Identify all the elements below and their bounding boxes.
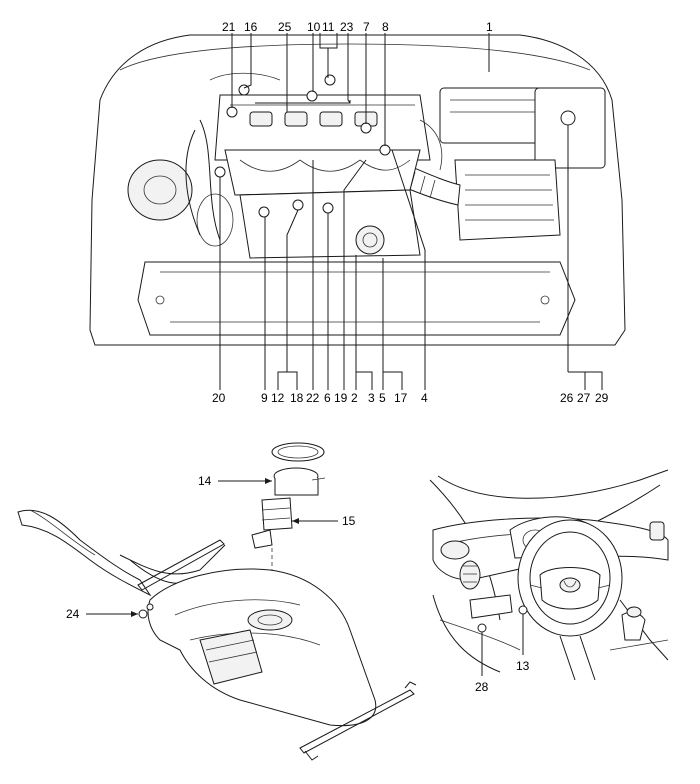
callout-8: 8 [382, 20, 389, 34]
callout-2: 2 [351, 391, 358, 405]
callout-14: 14 [198, 474, 212, 488]
callout-17: 17 [394, 391, 408, 405]
callout-27: 27 [577, 391, 591, 405]
engine-bay-illustration [89, 34, 626, 346]
engine-callouts: 21 16 25 10 11 23 7 8 1 20 9 12 18 22 6 … [212, 20, 609, 405]
callout-10: 10 [307, 20, 321, 34]
callout-18: 18 [290, 391, 304, 405]
callout-21: 21 [222, 20, 236, 34]
callout-12: 12 [271, 391, 285, 405]
callout-26: 26 [560, 391, 574, 405]
callout-11: 11 [322, 20, 335, 34]
callout-16: 16 [244, 20, 258, 34]
callout-15: 15 [342, 514, 356, 528]
callout-29: 29 [595, 391, 609, 405]
callout-25: 25 [278, 20, 292, 34]
callout-6: 6 [324, 391, 331, 405]
fuel-tank-illustration [17, 442, 417, 761]
dashboard-callouts: 28 13 [475, 659, 530, 694]
dashboard-leader-lines [481, 614, 524, 676]
callout-24: 24 [66, 607, 80, 621]
callout-19: 19 [334, 391, 348, 405]
callout-13: 13 [516, 659, 530, 673]
callout-7: 7 [363, 20, 370, 34]
callout-22: 22 [306, 391, 320, 405]
dashboard-illustration [429, 469, 669, 681]
callout-23: 23 [340, 20, 354, 34]
callout-28: 28 [475, 680, 489, 694]
callout-3: 3 [368, 391, 375, 405]
callout-20: 20 [212, 391, 226, 405]
fuel-tank-callouts: 14 15 24 [66, 474, 356, 621]
callout-4: 4 [421, 391, 428, 405]
fuel-tank-leader-lines [86, 478, 338, 617]
callout-9: 9 [261, 391, 268, 405]
engine-leader-lines [219, 33, 603, 390]
callout-1: 1 [486, 20, 493, 34]
callout-5: 5 [379, 391, 386, 405]
